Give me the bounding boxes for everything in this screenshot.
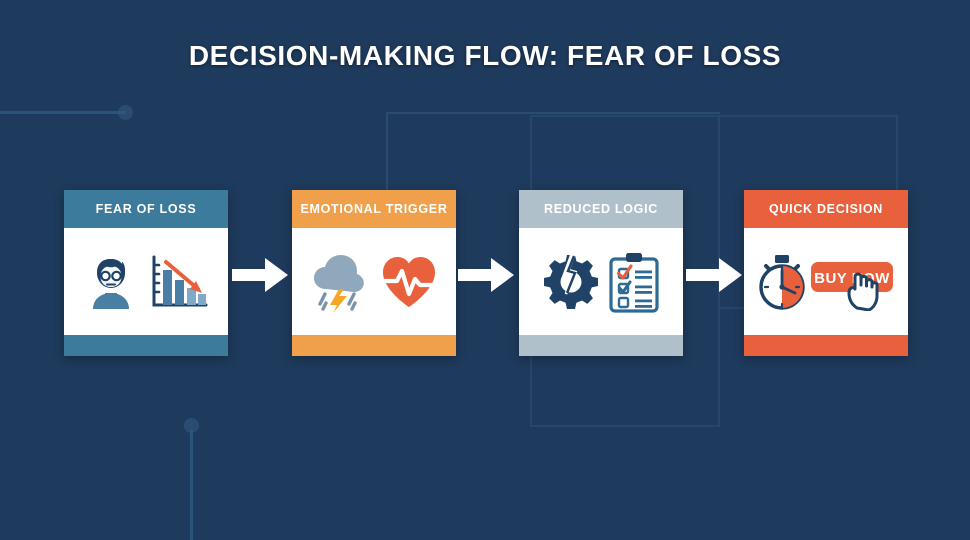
clipboard-checklist-icon: [608, 251, 660, 313]
page-title: DECISION-MAKING FLOW: FEAR OF LOSS: [188, 40, 782, 71]
flow-step-label-quick-decision: QUICK DECISION: [744, 190, 908, 228]
flow-step-body-quick-decision: BUY NOW: [744, 228, 908, 335]
buy-now-label: BUY NOW: [814, 270, 890, 287]
flow-step-footer-emotional-trigger: [292, 335, 456, 356]
storm-cloud-lightning-icon: [310, 251, 372, 313]
flow-arrow-2: [458, 258, 514, 292]
flow-step-quick-decision[interactable]: QUICK DECISION BUY NOW: [744, 190, 908, 356]
broken-gear-icon: [542, 252, 600, 311]
flow-step-body-fear-of-loss: [64, 228, 228, 335]
stopwatch-icon: [757, 253, 807, 311]
decorative-dot-left: [118, 105, 133, 120]
flow-step-body-emotional-trigger: [292, 228, 456, 335]
flow-step-fear-of-loss[interactable]: FEAR OF LOSS: [64, 190, 228, 356]
flow-step-footer-quick-decision: [744, 335, 908, 356]
flow-step-footer-reduced-logic: [519, 335, 683, 356]
flow-arrow-3: [686, 258, 742, 292]
flow-step-label-fear-of-loss: FEAR OF LOSS: [64, 190, 228, 228]
flow-step-label-reduced-logic: REDUCED LOGIC: [519, 190, 683, 228]
flow-step-body-reduced-logic: [519, 228, 683, 335]
flow-step-footer-fear-of-loss: [64, 335, 228, 356]
flow-step-reduced-logic[interactable]: REDUCED LOGIC: [519, 190, 683, 356]
flow-step-emotional-trigger[interactable]: EMOTIONAL TRIGGER: [292, 190, 456, 356]
buy-now-button-icon[interactable]: BUY NOW: [809, 253, 895, 311]
worried-person-icon: [84, 253, 138, 311]
pointing-hand-cursor-icon: [847, 272, 879, 311]
heartbeat-pulse-icon: [380, 254, 438, 310]
decorative-line-left: [0, 111, 126, 114]
decorative-line-bottom: [190, 430, 193, 540]
declining-bar-chart-icon: [146, 253, 208, 311]
decorative-dot-bottom: [184, 418, 199, 433]
flow-arrow-1: [232, 258, 288, 292]
flow-step-label-emotional-trigger: EMOTIONAL TRIGGER: [292, 190, 456, 228]
